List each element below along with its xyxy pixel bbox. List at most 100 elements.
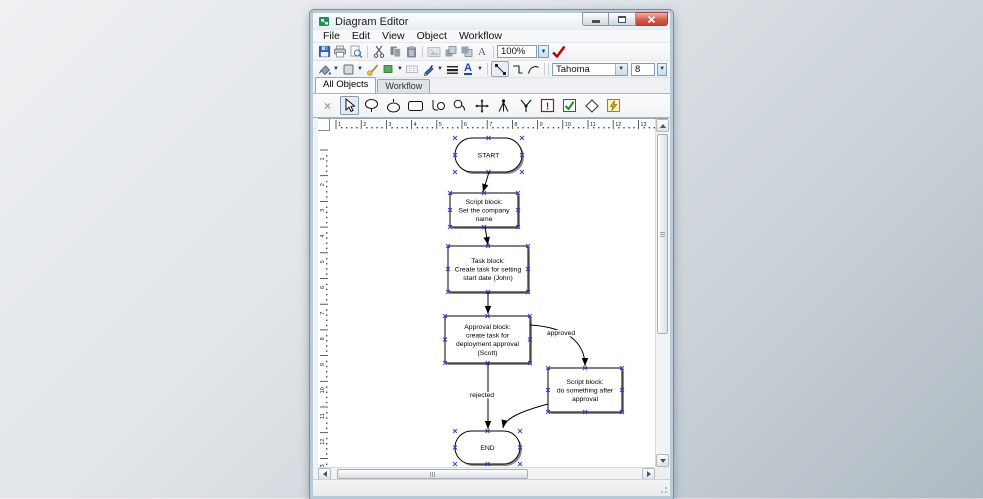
action-block-tool-button[interactable] (604, 96, 623, 115)
edge-approval-end[interactable]: rejected (468, 363, 496, 429)
svg-text:!: ! (546, 101, 549, 112)
edge-script1-task[interactable] (483, 226, 490, 246)
paste-button[interactable] (403, 45, 419, 59)
pointer-tool-button[interactable] (340, 96, 359, 115)
menu-workflow[interactable]: Workflow (458, 30, 502, 42)
scroll-down-button[interactable] (656, 454, 669, 467)
fill-color-button[interactable] (316, 62, 332, 76)
validate-button[interactable] (549, 45, 567, 59)
node-handle (485, 243, 491, 249)
svg-text:END: END (480, 445, 494, 452)
node-end[interactable]: END (452, 428, 523, 467)
chevron-down-icon[interactable]: ▼ (333, 66, 339, 72)
horizontal-scrollbar[interactable] (318, 467, 655, 480)
menu-object[interactable]: Object (416, 30, 447, 42)
node-handle (525, 243, 531, 249)
chevron-down-icon[interactable]: ▼ (437, 66, 443, 72)
vertical-scrollbar[interactable] (655, 119, 669, 467)
tab-workflow[interactable]: Workflow (377, 79, 431, 93)
curve-connector-button[interactable] (525, 62, 541, 76)
node-handle (619, 365, 625, 371)
terminator-end-tool-button[interactable] (384, 96, 403, 115)
close-button[interactable] (636, 12, 668, 26)
check-block-tool-button[interactable] (560, 96, 579, 115)
maximize-button[interactable] (609, 12, 636, 26)
bring-to-front-icon (445, 46, 456, 57)
svg-text:9: 9 (320, 363, 326, 366)
chevron-down-icon[interactable]: ▼ (397, 66, 403, 72)
print-button[interactable] (332, 45, 348, 59)
line-tool-button[interactable] (491, 61, 509, 77)
edge-task-approval[interactable] (484, 292, 492, 314)
font-color-button[interactable]: A (460, 62, 476, 76)
save-button[interactable] (316, 45, 332, 59)
chevron-down-icon[interactable]: ▼ (477, 66, 483, 72)
tab-all-objects[interactable]: All Objects (315, 77, 377, 93)
svg-text:13: 13 (640, 122, 646, 128)
send-to-back-button[interactable] (458, 45, 474, 59)
menu-edit[interactable]: Edit (351, 30, 371, 42)
menu-file[interactable]: File (323, 30, 340, 42)
join-tool-button[interactable] (516, 96, 535, 115)
vertical-scroll-thumb[interactable] (657, 134, 668, 334)
window-controls (582, 12, 668, 26)
node-handle (452, 152, 458, 158)
print-preview-button[interactable] (348, 45, 364, 59)
shape-style-button[interactable] (340, 62, 356, 76)
cut-button[interactable] (371, 45, 387, 59)
edge-start-script1[interactable] (482, 171, 490, 193)
brush-button[interactable] (364, 62, 380, 76)
format-toolbar: ▼ ▼ ▼ ▼ A ▼ Tahoma ▼ 8 ▼ (313, 61, 670, 78)
line-width-button[interactable] (444, 62, 460, 76)
arrow-right-icon (646, 471, 651, 477)
connector-tool-button[interactable] (472, 96, 491, 115)
minimize-button[interactable] (582, 12, 609, 26)
decision-icon (584, 98, 599, 113)
loop-end-tool-button[interactable] (450, 96, 469, 115)
resize-grip[interactable] (658, 484, 668, 494)
separator (422, 45, 423, 58)
process-tool-button[interactable] (406, 96, 425, 115)
fill-style-button[interactable] (380, 62, 396, 76)
scroll-up-button[interactable] (656, 119, 669, 132)
titlebar[interactable]: Diagram Editor (313, 12, 670, 30)
node-handle (545, 387, 551, 393)
error-block-tool-button[interactable]: ! (538, 96, 557, 115)
font-size-combo[interactable]: 8 (631, 62, 656, 76)
text-button[interactable]: A (474, 45, 490, 59)
status-bar (313, 479, 670, 496)
edge-script2-end[interactable] (501, 403, 549, 429)
chevron-down-icon[interactable]: ▼ (357, 66, 363, 72)
node-handle (582, 365, 588, 371)
curve-connector-icon (527, 65, 539, 74)
zoom-select[interactable]: 100% (497, 45, 537, 58)
connector-icon (474, 98, 489, 113)
bring-to-front-button[interactable] (442, 45, 458, 59)
insert-image-button[interactable] (426, 45, 442, 59)
grid-button[interactable] (404, 62, 420, 76)
line-color-button[interactable] (420, 62, 436, 76)
loop-start-tool-button[interactable] (428, 96, 447, 115)
node-handle (619, 409, 625, 415)
decision-tool-button[interactable] (582, 96, 601, 115)
horizontal-scroll-thumb[interactable] (337, 469, 528, 479)
menu-view[interactable]: View (382, 30, 405, 42)
font-combo[interactable]: Tahoma ▼ (552, 62, 628, 76)
terminator-start-tool-button[interactable] (362, 96, 381, 115)
edge-approval-script2[interactable]: approved (529, 324, 589, 367)
node-start[interactable]: START (452, 135, 525, 175)
zoom-dropdown-button[interactable]: ▼ (538, 45, 549, 58)
fill-color-icon (318, 64, 331, 75)
node-handle (619, 387, 625, 393)
split-tool-button[interactable] (494, 96, 513, 115)
delete-tool-button[interactable]: × (318, 96, 337, 115)
elbow-connector-button[interactable] (509, 62, 525, 76)
copy-button[interactable] (387, 45, 403, 59)
node-handle (485, 428, 490, 434)
font-size-dropdown-button[interactable]: ▼ (657, 62, 667, 76)
